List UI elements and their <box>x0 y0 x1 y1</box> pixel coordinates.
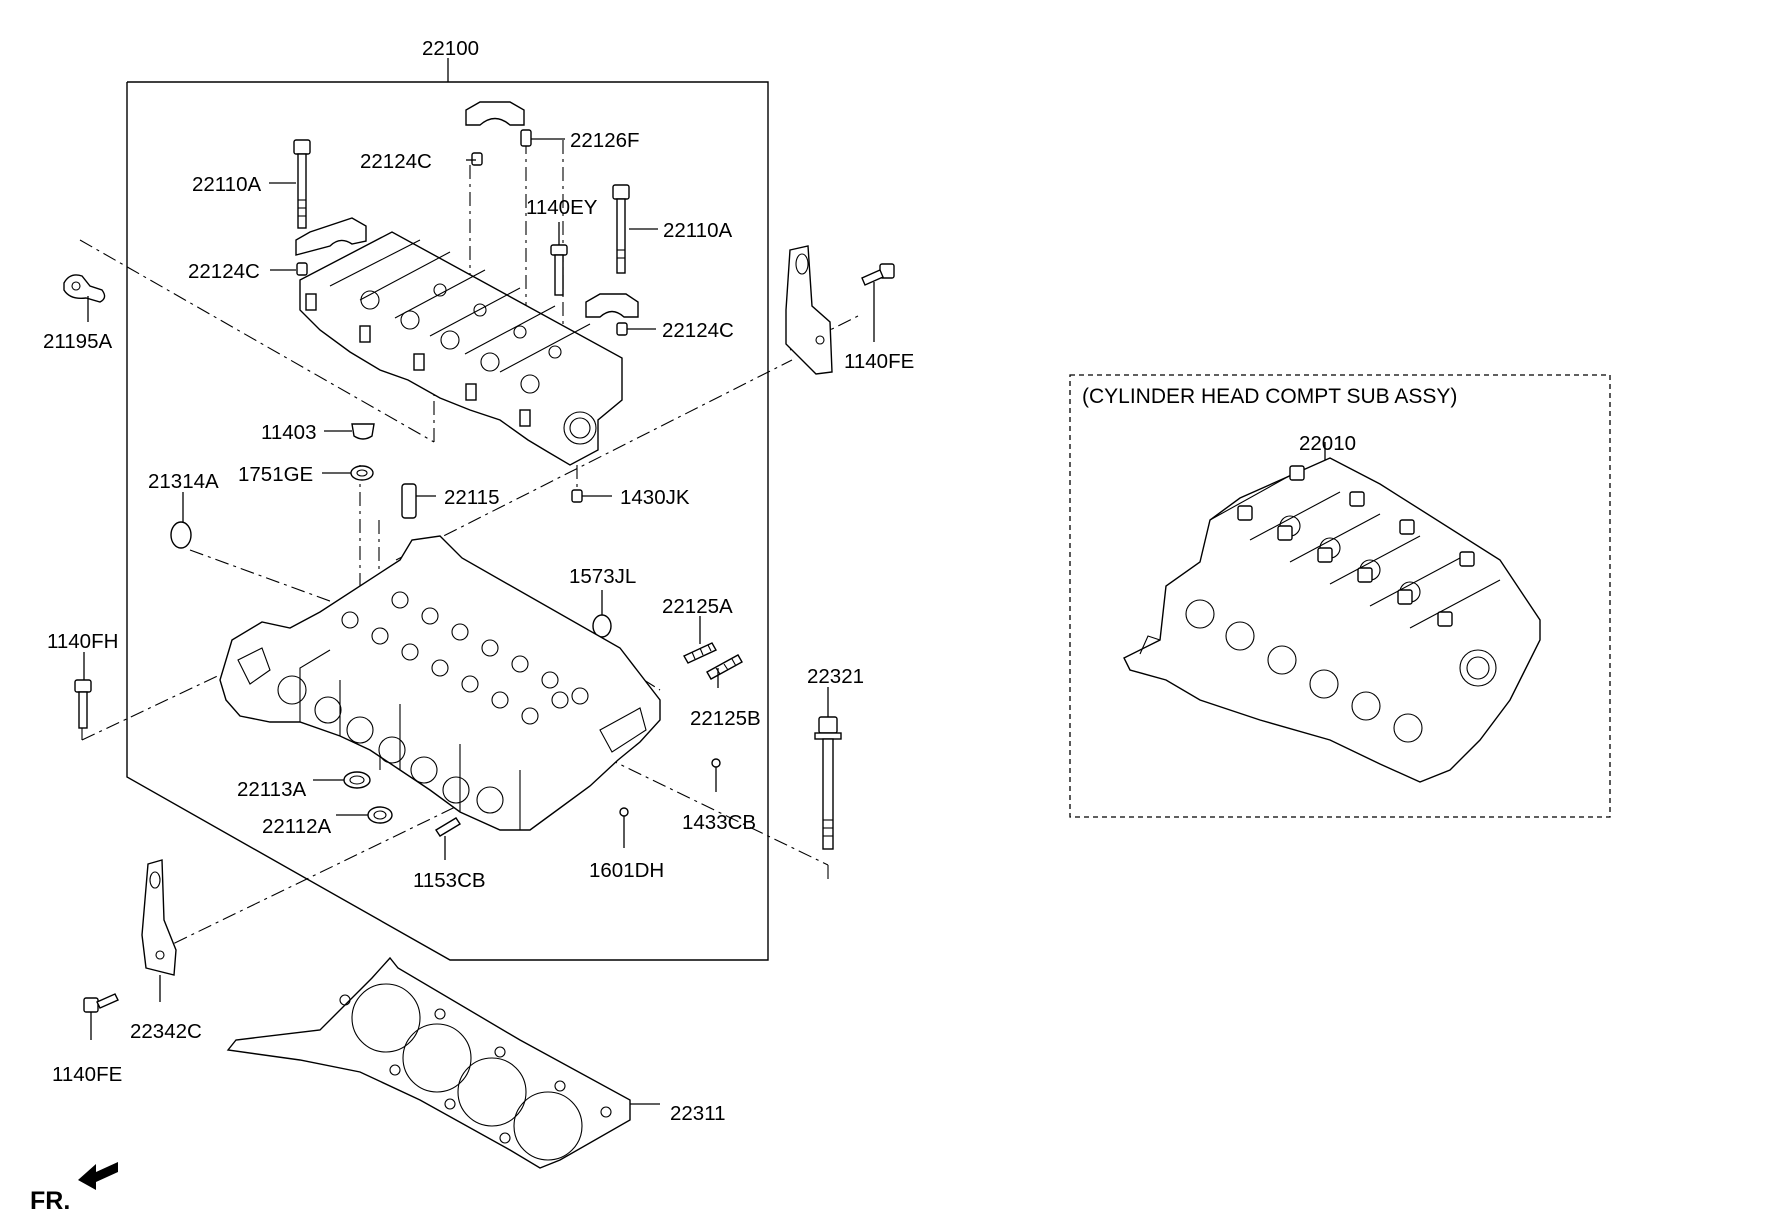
sub-assembly-title: (CYLINDER HEAD COMPT SUB ASSY) <box>1082 385 1457 408</box>
label-11403: 11403 <box>261 421 316 444</box>
pin-22126F <box>520 129 532 147</box>
cylinder-head <box>219 535 661 831</box>
label-1433CB: 1433CB <box>682 811 756 834</box>
label-1140FE-b: 1140FE <box>52 1063 122 1086</box>
label-22311: 22311 <box>670 1102 725 1125</box>
label-22342C: 22342C <box>130 1020 202 1043</box>
label-22100: 22100 <box>422 37 479 60</box>
front-arrow-icon <box>78 1162 118 1190</box>
bracket-21195A <box>63 274 106 303</box>
assembly-frame-22100 <box>126 58 769 961</box>
plug-11403 <box>351 423 375 440</box>
stud-22125A <box>683 642 717 664</box>
cam-cap-left <box>295 217 367 256</box>
bolt-22321 <box>814 716 842 850</box>
bolt-22110A-left <box>293 139 311 229</box>
label-22126F: 22126F <box>570 129 640 152</box>
label-22010: 22010 <box>1299 432 1356 455</box>
sub-assembly-box <box>1069 374 1611 818</box>
lifting-bracket-bottom <box>141 859 177 976</box>
bolt-1140FH <box>74 679 92 729</box>
plug-1433CB <box>711 758 721 768</box>
dowel-22124C-c <box>616 322 628 336</box>
part-labels: 22100 22126F 22124C 22110A 1140EY 22110A… <box>30 37 1457 1211</box>
label-1153CB: 1153CB <box>413 869 486 892</box>
washer-1751GE <box>350 465 374 481</box>
plug-1601DH <box>619 807 629 817</box>
camshaft-carrier <box>299 231 623 466</box>
bolt-22110A-right <box>612 184 630 274</box>
small-parts <box>63 101 895 1013</box>
plug-21314A <box>170 521 192 549</box>
sleeve-22115 <box>401 483 417 519</box>
label-22113A: 22113A <box>237 778 306 801</box>
label-1751GE: 1751GE <box>238 463 313 486</box>
label-1140FH: 1140FH <box>47 630 118 653</box>
label-1140EY: 1140EY <box>526 196 598 219</box>
head-gasket <box>226 956 631 1169</box>
stud-22125B <box>706 654 743 680</box>
label-leaders <box>83 138 875 1105</box>
dowel-22124C-b <box>296 262 308 276</box>
bolt-1140EY <box>550 244 568 296</box>
lifting-bracket-top <box>785 245 833 375</box>
sub-assembly-cylinder-head <box>1123 457 1541 783</box>
dowel-22124C-a <box>471 152 483 166</box>
cam-cap-top <box>465 101 525 126</box>
ring-22112A <box>367 806 393 824</box>
label-21314A: 21314A <box>148 470 219 493</box>
cam-cap-right <box>585 293 639 318</box>
label-22125B: 22125B <box>690 707 761 730</box>
label-1430JK: 1430JK <box>620 486 690 509</box>
label-22115: 22115 <box>444 486 499 509</box>
bolt-1140FE-top <box>861 263 895 286</box>
label-1573JL: 1573JL <box>569 565 636 588</box>
bolt-1140FE-bottom <box>83 993 119 1013</box>
label-22112A: 22112A <box>262 815 331 838</box>
dowel-1430JK <box>571 489 583 503</box>
label-22321: 22321 <box>807 665 864 688</box>
front-label: FR. <box>30 1187 70 1211</box>
stud-1153CB <box>435 817 461 837</box>
label-22124C-c: 22124C <box>662 319 734 342</box>
label-1601DH: 1601DH <box>589 859 664 882</box>
label-1140FE-a: 1140FE <box>844 350 914 373</box>
label-22125A: 22125A <box>662 595 733 618</box>
label-22110A-a: 22110A <box>192 173 261 196</box>
ring-22113A <box>343 771 371 789</box>
label-22124C-b: 22124C <box>188 260 260 283</box>
label-22124C-a: 22124C <box>360 150 432 173</box>
label-21195A: 21195A <box>43 330 112 353</box>
label-22110A-b: 22110A <box>663 219 732 242</box>
